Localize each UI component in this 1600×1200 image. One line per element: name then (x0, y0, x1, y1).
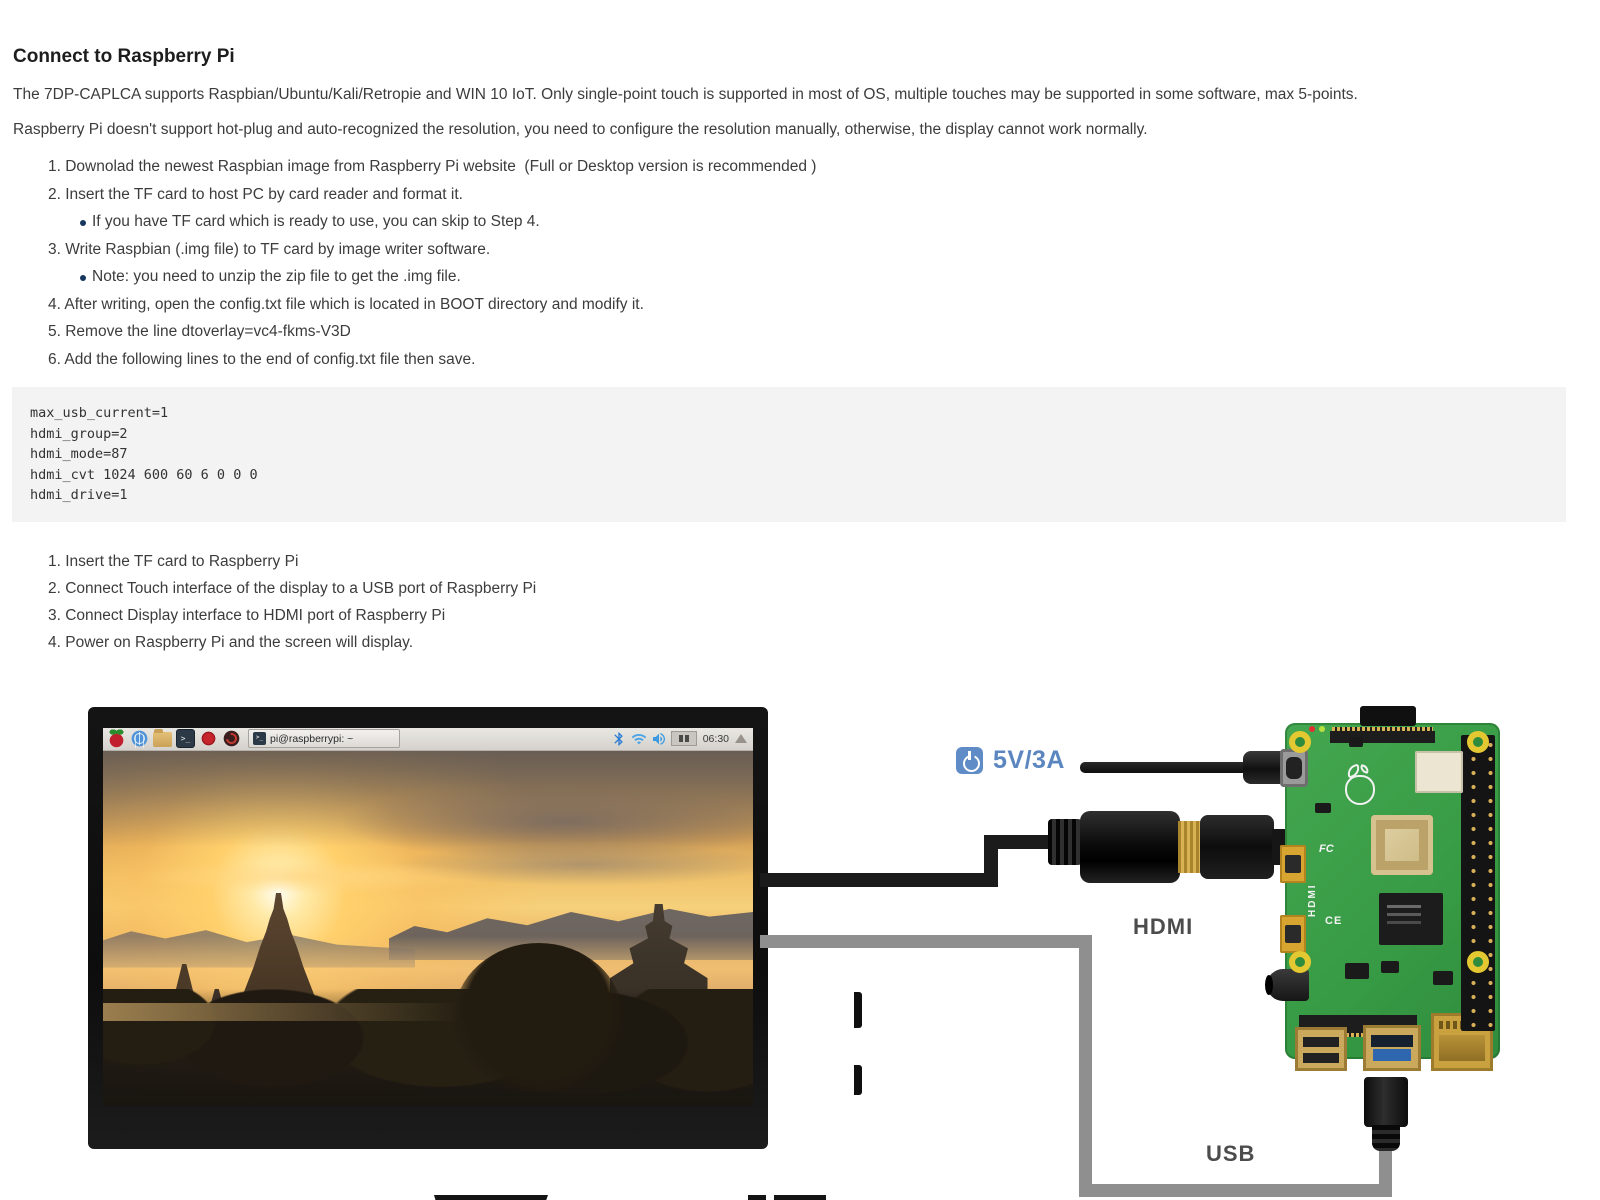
wifi-icon (631, 733, 647, 745)
mounting-hole (1467, 730, 1489, 753)
power-icon (956, 746, 983, 774)
hdmi-plug (1080, 810, 1180, 883)
list-item: 3. Connect Display interface to HDMI por… (48, 606, 446, 624)
photo-layer-big-tree (454, 942, 623, 1092)
document-body: Connect to Raspberry Pi The 7DP-CAPLCA s… (0, 46, 1600, 1200)
soc-chip (1371, 814, 1433, 875)
list-item: 1. Insert the TF card to Raspberry Pi (48, 552, 299, 570)
list-item-note: Note: you need to unzip the zip file to … (0, 263, 1600, 291)
usb-a-plug (1364, 1076, 1408, 1127)
terminal-window-task: >_ pi@raspberrypi: ~ (248, 729, 400, 749)
display-fpc-connector (1330, 726, 1435, 743)
taskbar-clock: 06:30 (702, 732, 729, 745)
mounting-hole (1467, 950, 1489, 973)
smd-chip (1433, 970, 1453, 985)
usb3-port-stack (1363, 1024, 1421, 1071)
bluetooth-icon (614, 732, 623, 746)
code-line: max_usb_current=1 (30, 405, 169, 421)
usb-c-power-port (1280, 748, 1308, 787)
hdmi-cable-segment (984, 834, 1062, 849)
list-item: 5. Remove the line dtoverlay=vc4-fkms-V3… (48, 323, 351, 340)
cpu-monitor-applet (670, 731, 697, 747)
micro-hdmi-adapter (1200, 814, 1274, 879)
hdmi-adapter-coupler (1178, 820, 1202, 873)
list-item: 2. Connect Touch interface of the displa… (48, 579, 537, 597)
mounting-hole (1289, 730, 1311, 753)
usb-label: USB (1206, 1140, 1256, 1166)
usb-cable-segment (1079, 934, 1092, 1197)
smd-chip (1315, 802, 1331, 813)
usb-cable-segment (1379, 1146, 1392, 1197)
monitor-side-button (854, 1064, 862, 1095)
power-spec-label: 5V/3A (956, 746, 1065, 775)
web-browser-icon (130, 729, 149, 749)
terminal-window-title: pi@raspberrypi: ~ (270, 732, 354, 745)
list-item: 3. Write Raspbian (.img file) to TF card… (48, 240, 491, 258)
hdmi-silkscreen-text: HDMI (1307, 883, 1318, 917)
config-code-block: max_usb_current=1 hdmi_group=2 hdmi_mode… (12, 387, 1566, 522)
list-item: 4. Power on Raspberry Pi and the screen … (48, 633, 413, 651)
intro-paragraph-1: The 7DP-CAPLCA supports Raspbian/Ubuntu/… (13, 86, 1358, 103)
code-line: hdmi_drive=1 (30, 487, 128, 504)
usb2-port-stack (1295, 1026, 1347, 1071)
media-player-icon (222, 729, 241, 749)
list-item: 4. After writing, open the config.txt fi… (48, 295, 644, 313)
fcc-mark: FC (1319, 842, 1334, 855)
power-led (1309, 725, 1315, 732)
smd-chip (1349, 736, 1363, 747)
monitor-side-button (854, 991, 862, 1028)
monitor-foot (774, 1194, 826, 1200)
list-item: 6. Add the following lines to the end of… (48, 350, 476, 368)
smd-chip (1381, 960, 1399, 973)
code-line: hdmi_group=2 (30, 425, 128, 442)
gpio-header (1461, 734, 1495, 1031)
raspbian-taskbar: >_ >_ pi@raspberrypi: ~ (103, 727, 753, 751)
smd-chip (1345, 962, 1369, 979)
raspberry-pi-logo (1341, 763, 1375, 805)
connection-diagram: >_ >_ pi@raspberrypi: ~ (0, 661, 1600, 1200)
code-line: hdmi_mode=87 (30, 446, 128, 463)
code-line: hdmi_cvt 1024 600 60 6 0 0 0 (30, 466, 258, 483)
eject-icon (735, 734, 747, 744)
terminal-icon: >_ (176, 729, 195, 749)
photo-layer-mist (103, 1003, 461, 1021)
list-item: 1. Downolad the newest Raspbian image fr… (48, 158, 817, 175)
hdmi-cable-segment (760, 872, 998, 887)
list-item: 2. Insert the TF card to host PC by card… (48, 185, 463, 203)
micro-hdmi-port-1 (1280, 914, 1306, 953)
mounting-hole (1289, 950, 1311, 973)
page-title: Connect to Raspberry Pi (13, 46, 235, 67)
terminal-mini-icon: >_ (253, 732, 266, 746)
power-cable (1080, 761, 1248, 773)
audio-jack (1265, 968, 1309, 1001)
file-manager-icon (153, 729, 172, 748)
wifi-module (1415, 750, 1463, 793)
power-spec-text: 5V/3A (993, 745, 1065, 774)
desktop-wallpaper-sunset (103, 750, 753, 1106)
micro-hdmi-port-0 (1280, 844, 1306, 883)
monitor-foot (748, 1194, 766, 1200)
usb-cable-segment (1079, 1183, 1392, 1197)
monitor-foot (434, 1194, 548, 1200)
app-icon (199, 729, 218, 749)
ce-mark: CE (1325, 914, 1343, 927)
activity-led (1319, 725, 1325, 732)
list-item-note: If you have TF card which is ready to us… (0, 208, 1600, 236)
display-monitor: >_ >_ pi@raspberrypi: ~ (88, 706, 862, 1200)
setup-steps-list: 1. Downolad the newest Raspbian image fr… (0, 153, 1600, 373)
connection-steps-list: 1. Insert the TF card to Raspberry Pi 2.… (0, 548, 1600, 656)
monitor-screen: >_ >_ pi@raspberrypi: ~ (103, 727, 753, 1106)
usb-a-plug-neck (1372, 1124, 1400, 1151)
hdmi-plug-strain-relief (1048, 818, 1082, 865)
hdmi-label: HDMI (1133, 913, 1194, 939)
usb-cable-segment (760, 934, 1092, 948)
photo-layer-gold-streak (135, 861, 493, 893)
volume-icon (652, 733, 665, 745)
raspberry-menu-icon (107, 729, 126, 749)
display-connector-tab (1360, 705, 1416, 726)
ram-chip (1379, 892, 1443, 945)
intro-paragraph-2: Raspberry Pi doesn't support hot-plug an… (13, 121, 1148, 138)
raspberry-pi-board: HDMI FC CE (1265, 705, 1500, 1071)
